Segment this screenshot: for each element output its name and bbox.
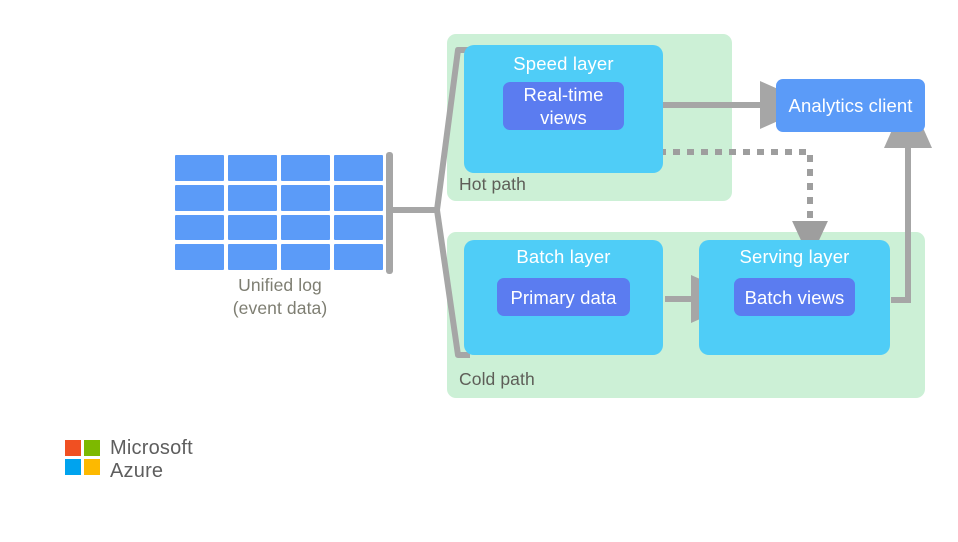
unified-log-caption-line1: Unified log [238, 275, 322, 295]
log-cell [228, 155, 277, 181]
serving-layer-box: Serving layer Batch views [699, 240, 890, 355]
batch-views-pill: Batch views [734, 278, 855, 316]
log-cell [334, 214, 383, 241]
log-cell [281, 155, 330, 181]
batch-layer-box: Batch layer Primary data [464, 240, 663, 355]
real-time-views-line1: Real-time [523, 84, 604, 105]
unified-log-grid [175, 155, 383, 270]
logo-square-blue [65, 459, 81, 475]
log-cell [228, 184, 277, 211]
log-cell [175, 214, 224, 241]
unified-log-spine [386, 152, 393, 274]
log-cell [281, 214, 330, 241]
real-time-views-line2: views [540, 107, 587, 128]
speed-layer-title: Speed layer [513, 53, 614, 74]
microsoft-azure-logo: Microsoft Azure [65, 437, 193, 483]
primary-data-pill: Primary data [497, 278, 630, 316]
microsoft-azure-wordmark: Microsoft Azure [110, 437, 193, 483]
wordmark-microsoft: Microsoft [110, 437, 193, 459]
log-cell [175, 244, 224, 270]
batch-layer-title: Batch layer [516, 246, 611, 267]
cold-path-label: Cold path [459, 369, 535, 389]
real-time-views-label: Real-time views [523, 83, 603, 129]
log-cell [334, 244, 383, 270]
log-cell [175, 184, 224, 211]
serving-layer-title: Serving layer [739, 246, 850, 267]
log-cell [334, 155, 383, 181]
logo-square-red [65, 440, 81, 456]
log-cell [228, 214, 277, 241]
wordmark-azure: Azure [110, 460, 164, 482]
log-cell [281, 184, 330, 211]
speed-layer-box: Speed layer Real-time views [464, 45, 663, 173]
real-time-views-pill: Real-time views [503, 82, 624, 130]
log-cell [334, 184, 383, 211]
log-cell [228, 244, 277, 270]
analytics-client-box: Analytics client [776, 79, 925, 132]
unified-log-caption-line2: (event data) [232, 298, 328, 318]
hot-path-label: Hot path [459, 174, 526, 194]
unified-log-caption: Unified log (event data) [160, 274, 400, 320]
logo-square-green [84, 440, 100, 456]
logo-square-yellow [84, 459, 100, 475]
log-cell [175, 155, 224, 181]
log-cell [281, 244, 330, 270]
microsoft-logo-squares [65, 440, 101, 476]
